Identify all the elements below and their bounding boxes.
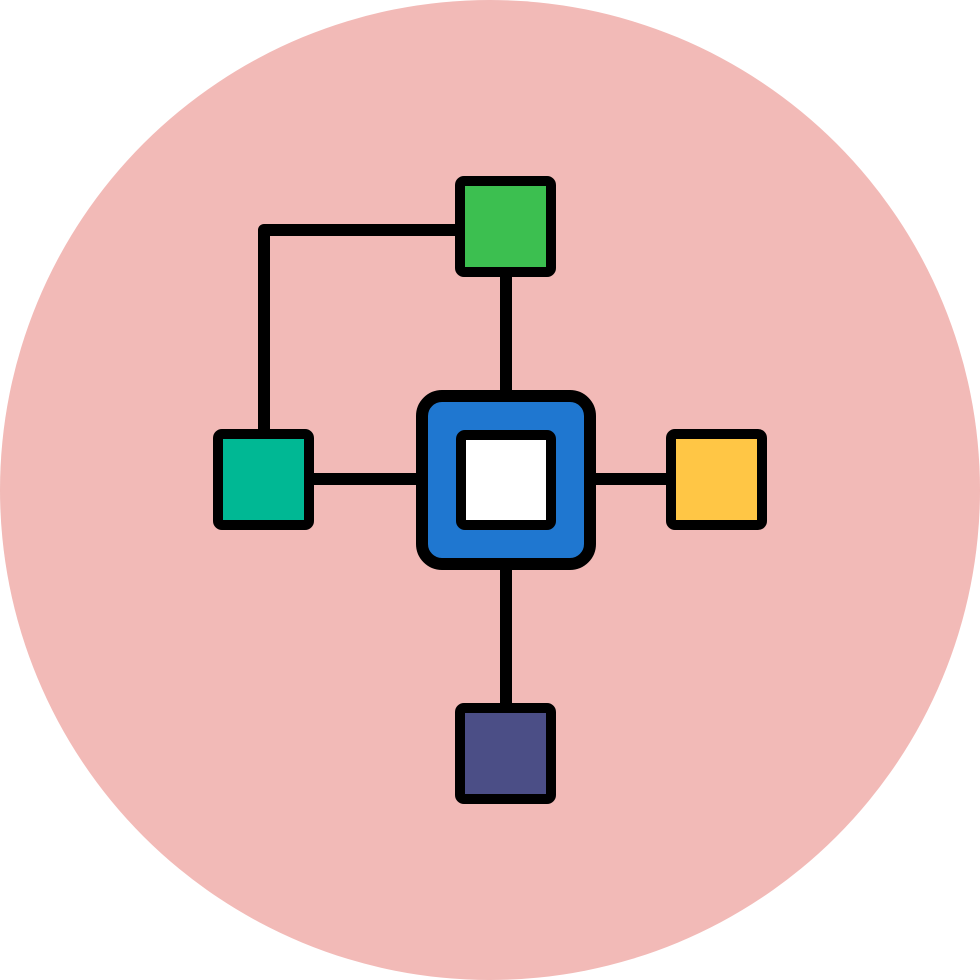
hub-inner-square bbox=[456, 430, 556, 530]
node-top bbox=[455, 176, 556, 277]
node-bottom bbox=[455, 703, 556, 804]
connector-lines bbox=[258, 224, 678, 714]
node-right bbox=[666, 429, 767, 530]
connector-left-top bbox=[258, 224, 468, 440]
node-left bbox=[213, 429, 314, 530]
